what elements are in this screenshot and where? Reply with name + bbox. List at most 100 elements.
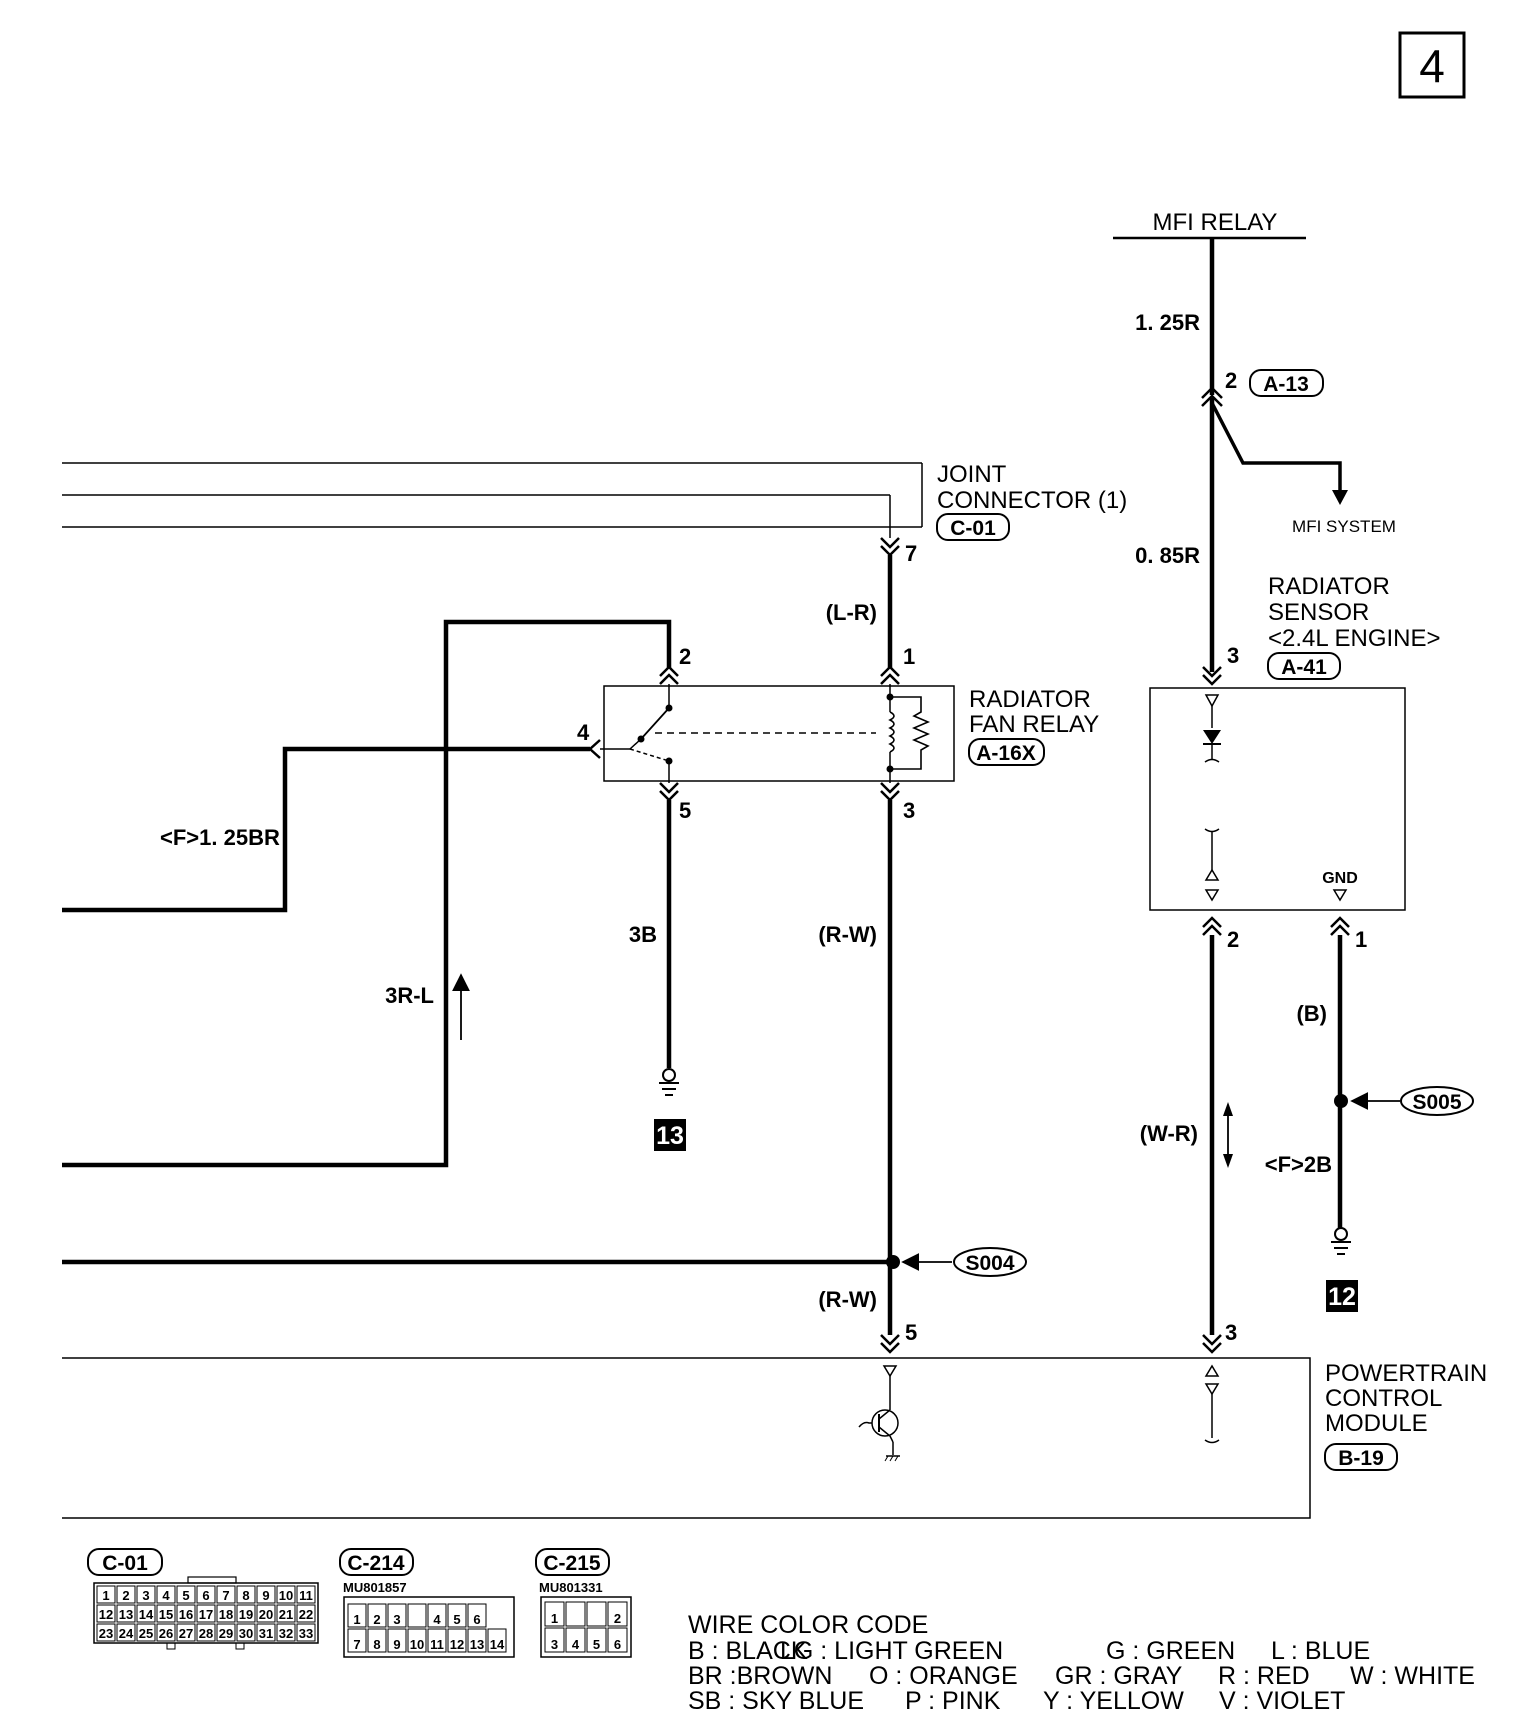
c214-cavity: [347, 1603, 367, 1628]
c01-pin-number: 10: [279, 1588, 293, 1603]
c01-pin-number: 4: [162, 1588, 170, 1603]
c215-view-id: C-215: [543, 1552, 601, 1575]
c01-cavity: [116, 1623, 136, 1642]
page-number-box: 4: [1398, 31, 1466, 99]
joint-connector: JOINT CONNECTOR (1) C-01: [62, 461, 1127, 541]
c01-pin-number: 15: [159, 1607, 173, 1622]
fan-relay-id: A-16X: [976, 742, 1036, 765]
pin-fan-5: 5: [679, 798, 691, 823]
c01-pin-number: 32: [279, 1626, 293, 1641]
pin-a13-2: 2: [1225, 368, 1237, 393]
c215-part-number: MU801331: [539, 1580, 603, 1595]
c01-pin-number: 33: [299, 1626, 313, 1641]
wire-color-code-entry: W : WHITE: [1350, 1662, 1475, 1690]
c215-cavity: [544, 1601, 565, 1627]
ground-12-label: 12: [1328, 1283, 1356, 1311]
c01-pin-number: 3: [142, 1588, 149, 1603]
c01-view-id: C-01: [102, 1552, 148, 1575]
c01-cavity: [296, 1585, 316, 1604]
c01-cavity: [296, 1623, 316, 1642]
c01-pin-number: 17: [199, 1607, 213, 1622]
c215-cavity: [607, 1601, 628, 1627]
pin-7-chevron: [880, 537, 900, 557]
a13-id: A-13: [1263, 373, 1309, 396]
c214-cavity: [447, 1628, 467, 1653]
c01-cavity: [236, 1585, 256, 1604]
sensor-label-3: <2.4L ENGINE>: [1268, 625, 1441, 652]
joint-connector-label-1: JOINT: [937, 461, 1007, 488]
fan-relay-label-2: FAN RELAY: [969, 711, 1099, 738]
wire-color-code-entry: L : BLUE: [1271, 1637, 1370, 1665]
c214-part-number: MU801857: [343, 1580, 407, 1595]
c215-pin-number: 1: [551, 1611, 558, 1626]
c01-pin-number: 11: [299, 1588, 313, 1603]
sensor-label-1: RADIATOR: [1268, 573, 1390, 600]
pin-sensor-1: 1: [1355, 927, 1367, 952]
c214-cavity: [407, 1628, 427, 1653]
wire-color-code-entry: P : PINK: [905, 1687, 1001, 1715]
ground-13: 13: [654, 1068, 686, 1151]
c214-cavity: [487, 1628, 507, 1653]
c215-pin-number: 2: [614, 1611, 621, 1626]
joint-connector-label-2: CONNECTOR (1): [937, 487, 1127, 514]
c01-pin-number: 2: [122, 1588, 129, 1603]
c01-cavity: [256, 1585, 276, 1604]
c01-cavity: [176, 1604, 196, 1623]
c01-cavity: [96, 1623, 116, 1642]
sensor-id: A-41: [1281, 656, 1327, 679]
c214-pin-number: 1: [353, 1612, 360, 1627]
c214-pin-number: 2: [373, 1612, 380, 1627]
c215-cavity: [565, 1601, 586, 1627]
page-number: 4: [1419, 40, 1445, 92]
c01-pin-number: 23: [99, 1626, 113, 1641]
c01-cavity: [216, 1604, 236, 1623]
wire-label-f2b: <F>2B: [1265, 1152, 1332, 1177]
splice-s004-dot: [886, 1255, 900, 1269]
a13-connector: 2 A-13: [1201, 368, 1324, 407]
c214-cavity: [427, 1603, 447, 1628]
c01-pin-number: 30: [239, 1626, 253, 1641]
pcm-id: B-19: [1338, 1447, 1384, 1470]
c01-cavity: [156, 1623, 176, 1642]
c214-cavity: [367, 1628, 387, 1653]
c214-pin-number: 12: [450, 1637, 464, 1652]
splice-s004-label: S004: [965, 1252, 1014, 1275]
c01-cavity: [96, 1604, 116, 1623]
wire-label-wr: (W-R): [1140, 1121, 1198, 1146]
splice-s004: [953, 1247, 1027, 1277]
c01-pin-number: 19: [239, 1607, 253, 1622]
c01-cavity: [176, 1623, 196, 1642]
wire-color-code-entry: G : GREEN: [1106, 1637, 1235, 1665]
wire-f125br: [62, 746, 590, 913]
splice-s005-label: S005: [1412, 1091, 1461, 1114]
fan-relay-label-1: RADIATOR: [969, 686, 1091, 713]
sensor-label-2: SENSOR: [1268, 599, 1369, 626]
wire-label-b: (B): [1296, 1001, 1327, 1026]
c01-pin-number: 22: [299, 1607, 313, 1622]
c01-pin-number: 13: [119, 1607, 133, 1622]
c01-pin-number: 28: [199, 1626, 213, 1641]
c214-pin-number: 14: [490, 1637, 505, 1652]
wire-color-code-entry: Y : YELLOW: [1043, 1687, 1184, 1715]
wire-label-3b: 3B: [629, 922, 657, 947]
mfi-system-label: MFI SYSTEM: [1292, 517, 1396, 536]
ground-13-label: 13: [656, 1122, 684, 1150]
pcm-label-1: POWERTRAIN: [1325, 1360, 1487, 1387]
c01-cavity: [256, 1623, 276, 1642]
mfi-relay: MFI RELAY: [1113, 209, 1306, 240]
c01-pin-number: 1: [102, 1588, 109, 1603]
wire-color-code-entry: LG : LIGHT GREEN: [780, 1637, 1003, 1665]
wire-color-code-entry: B : BLACK: [688, 1637, 808, 1665]
c01-pin-number: 8: [242, 1588, 249, 1603]
c01-cavity: [276, 1585, 296, 1604]
c01-pin-number: 26: [159, 1626, 173, 1641]
c01-cavity: [176, 1585, 196, 1604]
c01-cavity: [136, 1623, 156, 1642]
c01-cavity: [156, 1585, 176, 1604]
wire-color-code-title: WIRE COLOR CODE: [688, 1611, 928, 1639]
c214-pin-number: 10: [410, 1637, 424, 1652]
